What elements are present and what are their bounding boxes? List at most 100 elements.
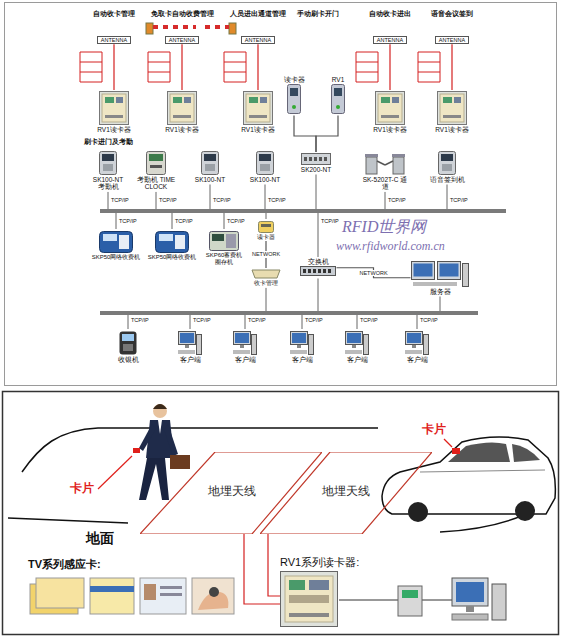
top-panel [5, 3, 557, 386]
monitor-stand [352, 345, 356, 348]
register-body [120, 332, 137, 355]
terminal-screen [259, 154, 271, 161]
cash-register: 收银机 [117, 330, 139, 363]
protocol-label: TCP/IP [248, 317, 266, 323]
device-icon [258, 221, 274, 233]
network-drop [318, 213, 319, 257]
device-icon [178, 331, 202, 355]
sign-in-terminal: 语音签到机 [429, 150, 465, 183]
terminal-strip [249, 115, 267, 118]
reader-cabinet: RV1读卡器 [241, 90, 276, 133]
terminal-strip [443, 115, 461, 118]
terminal-screen [204, 154, 216, 161]
antenna-loop [80, 52, 102, 82]
device-label: SK100-NT [249, 176, 281, 183]
reader-led [336, 105, 340, 109]
device-label: SKP60蓄费机 圈存机 [204, 252, 244, 266]
pc-tower [463, 264, 469, 287]
wire [339, 600, 398, 601]
connector [294, 115, 316, 152]
device-icon [243, 91, 273, 125]
desk-reader: 读卡器 [257, 220, 276, 241]
controller-display [402, 590, 418, 598]
network-drop [172, 213, 173, 229]
device-icon [345, 331, 369, 355]
card [133, 448, 140, 453]
protocol-label: TCP/IP [111, 197, 129, 203]
pc-tower [424, 335, 429, 355]
client-pc: 客户端 [290, 330, 315, 363]
barrier-post [229, 23, 236, 34]
monitor [412, 262, 435, 280]
pos-body [100, 232, 133, 253]
card-stripe [90, 586, 134, 592]
antenna-loop [356, 52, 378, 82]
monitor-screen [180, 333, 194, 343]
access-terminal: SK100-NT [249, 150, 281, 183]
reader-window [334, 88, 342, 96]
card-reader: 读卡器 [283, 76, 305, 115]
network-drop [385, 192, 386, 209]
device-icon [331, 84, 345, 114]
network-drop [224, 213, 225, 229]
network-drop [417, 315, 418, 329]
device-label: SKP50网络收费机 [147, 254, 197, 261]
connector [451, 44, 452, 90]
device-icon [233, 331, 257, 355]
switch-body [301, 267, 336, 276]
cabinet-body [168, 92, 197, 125]
circuit-module [173, 97, 182, 103]
device-icon [146, 151, 166, 175]
person-hair [153, 404, 167, 409]
device-icon [99, 151, 117, 175]
monitor-screen [440, 264, 459, 277]
reader-led [292, 105, 296, 109]
terminal-strip [381, 115, 399, 118]
bottom-panel [3, 392, 559, 635]
card-picture [90, 578, 134, 614]
wire [422, 600, 452, 601]
connector [113, 44, 114, 90]
network-bus [100, 311, 478, 315]
protocol-label: TCP/IP [119, 218, 137, 224]
device-icon [301, 153, 331, 165]
cabinet-body [100, 92, 129, 125]
protocol-label: TCP/IP [131, 317, 149, 323]
device-label: 客户端 [290, 356, 315, 363]
monitor [452, 578, 488, 606]
device-label: 客户端 [345, 356, 370, 363]
client-pc: 客户端 [345, 330, 370, 363]
protocol-label: TCP/IP [420, 317, 438, 323]
turnstile-post [366, 157, 377, 174]
keyboard [405, 350, 422, 354]
road-edge [8, 518, 128, 523]
leader-line [98, 456, 132, 489]
device-label: SK200-NT [300, 166, 332, 173]
protocol-label: TCP/IP [227, 218, 245, 224]
antenna-box: ANTENNA [241, 36, 275, 44]
topup-keypad [226, 234, 236, 248]
antenna-box: ANTENNA [165, 36, 199, 44]
topup-screen [212, 234, 224, 241]
connector [181, 44, 182, 90]
device-label: ANTENNA [376, 37, 404, 43]
device-icon [437, 91, 467, 125]
cabinet-body [438, 92, 467, 125]
terminal-strip [289, 613, 329, 617]
antenna-loop [148, 52, 170, 82]
person-arm [164, 424, 178, 456]
circuit-module [443, 97, 452, 103]
access-controller: SK200-NT [300, 152, 332, 173]
card-reader: RV1 [331, 76, 346, 115]
antenna-label: 地埋天线 [322, 485, 494, 499]
car-window [448, 442, 510, 462]
device-label: 客户端 [233, 356, 258, 363]
circuit-module [289, 580, 305, 590]
person-legs [139, 458, 169, 500]
device-label: RV1读卡器 [373, 126, 408, 133]
antenna-loop [418, 52, 440, 82]
terminal-strip [105, 115, 123, 118]
controller-port [319, 157, 322, 161]
circuit-module [289, 595, 329, 603]
device-icon [256, 151, 274, 175]
